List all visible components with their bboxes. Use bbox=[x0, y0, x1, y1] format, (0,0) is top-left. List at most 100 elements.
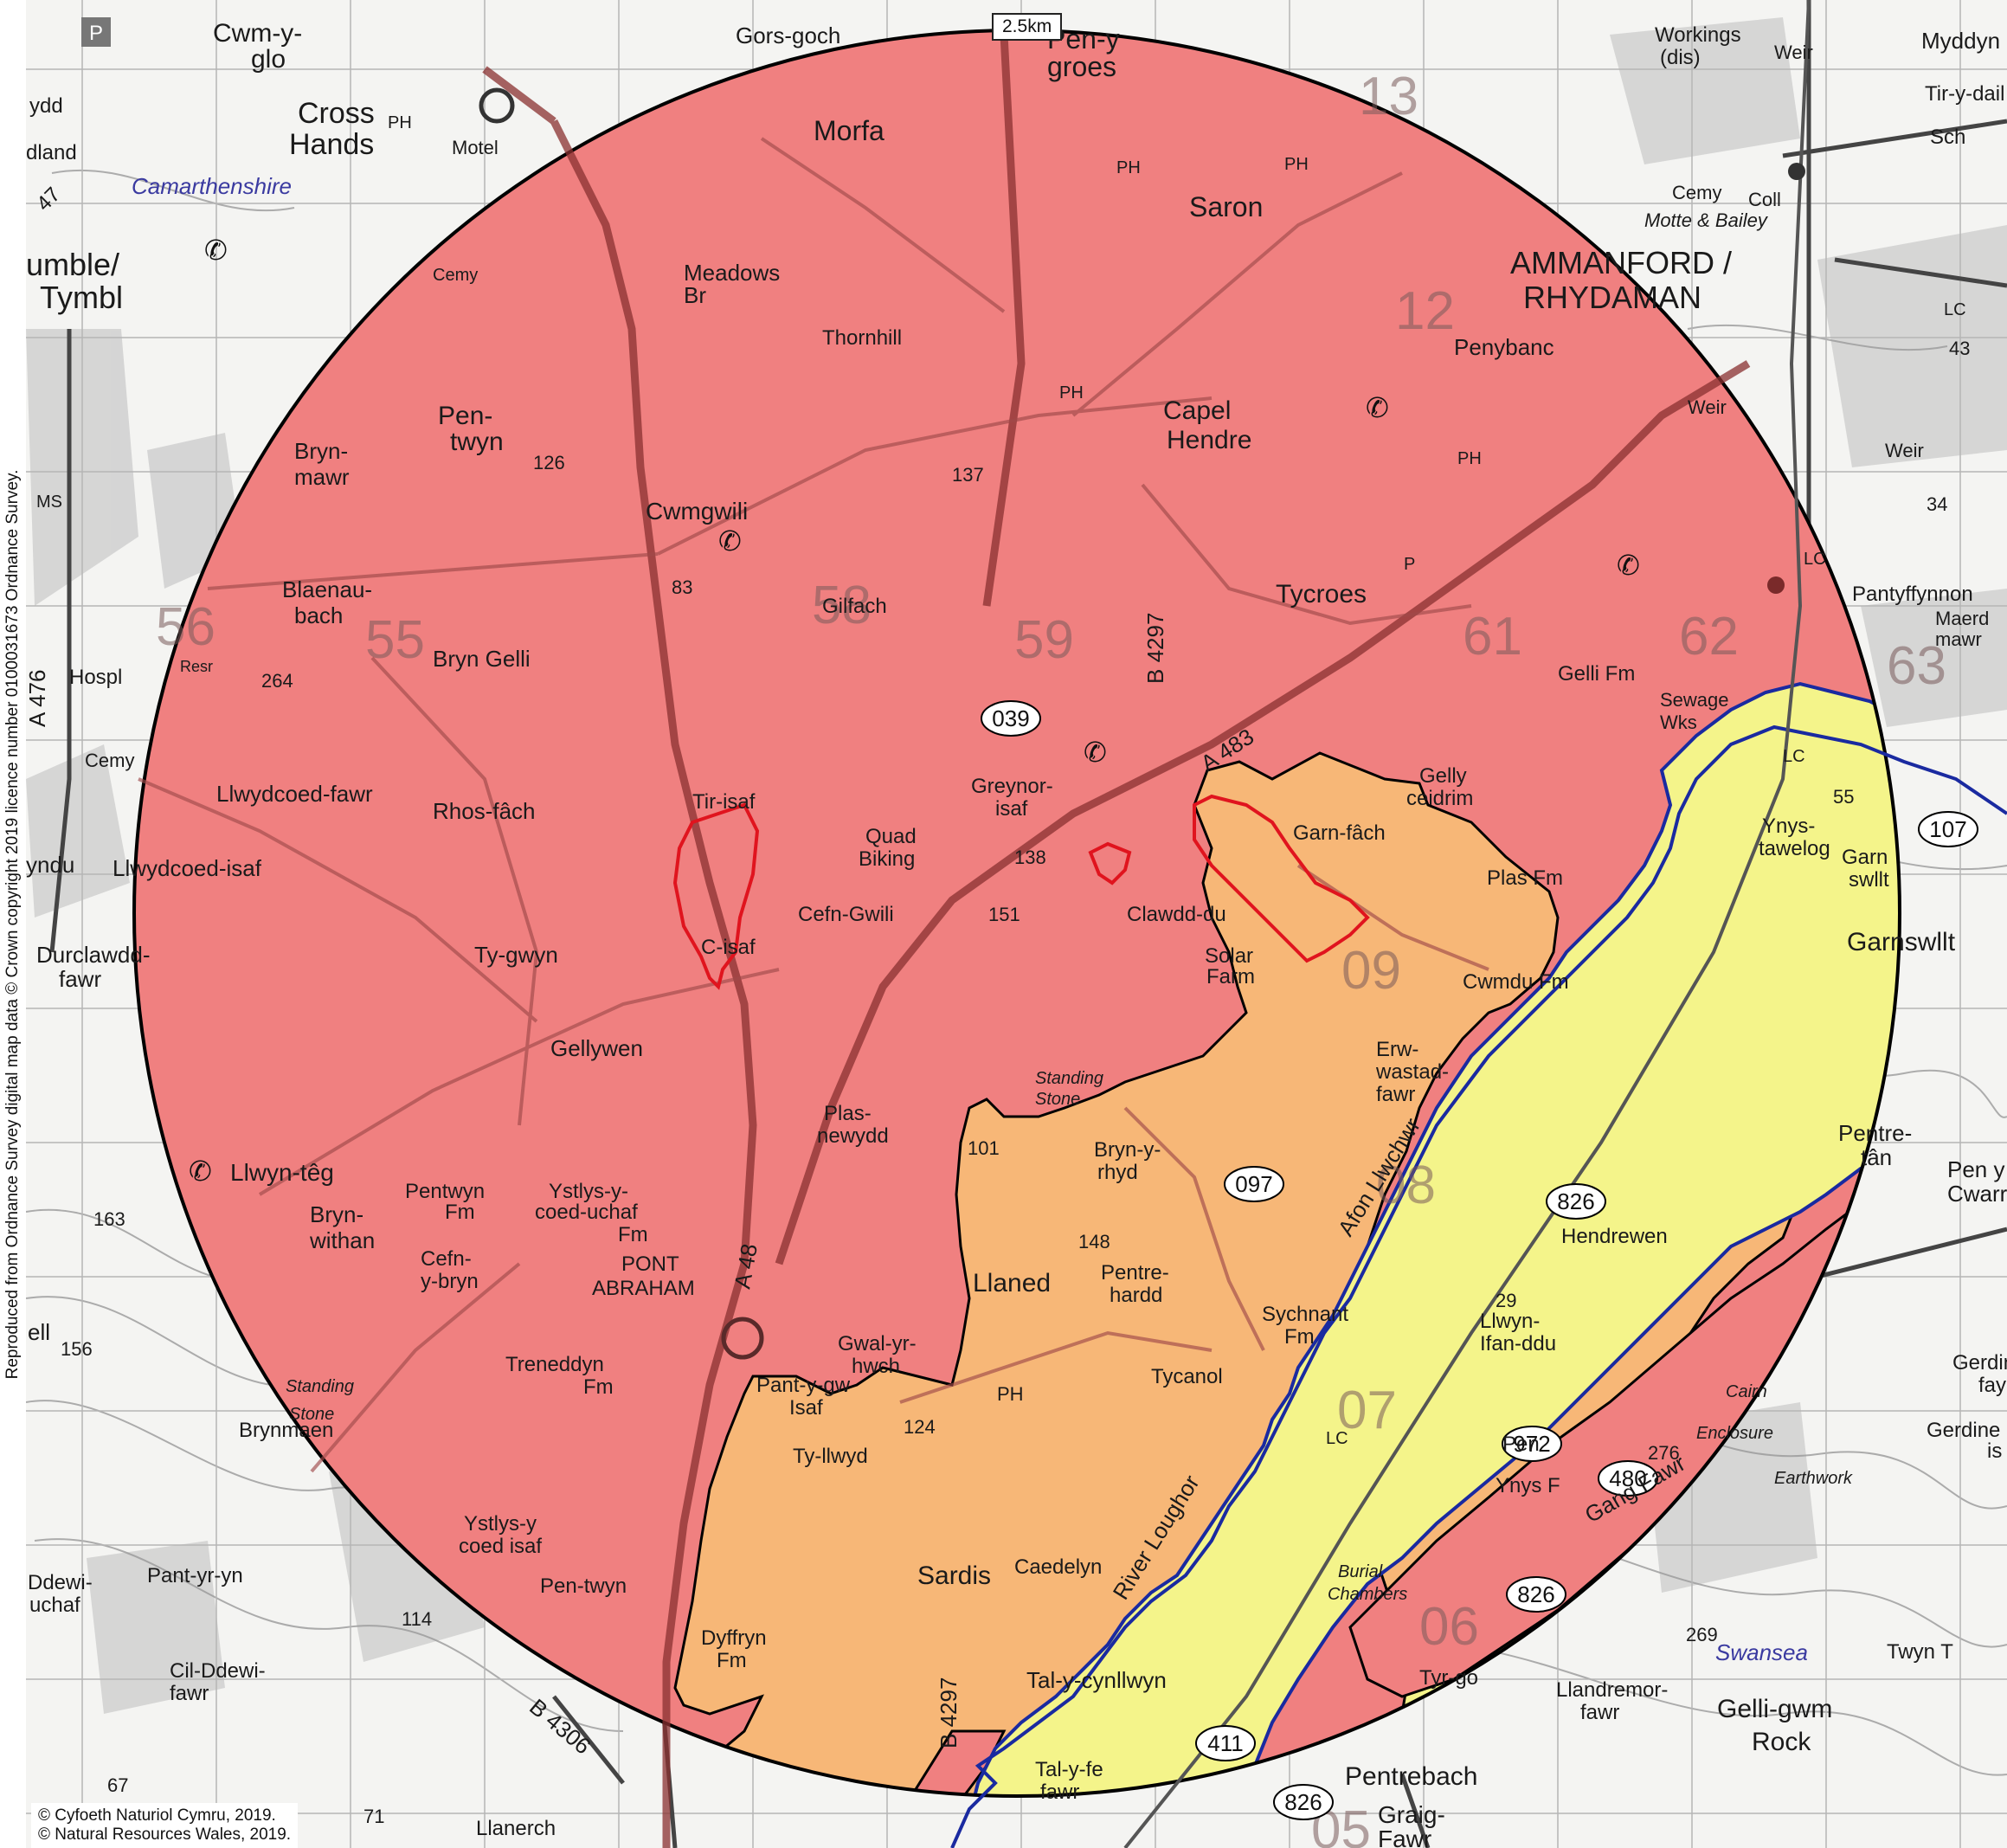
label-gelli-fm: Gelli Fm bbox=[1558, 662, 1635, 686]
label-graig-1: Graig- bbox=[1378, 1801, 1445, 1828]
label-pen-y-groes-2: groes bbox=[1047, 51, 1116, 82]
label-llandremor-2: fawr bbox=[1580, 1701, 1619, 1724]
site-boundaries[interactable] bbox=[672, 794, 1370, 990]
copyright-line-2: © Natural Resources Wales, 2019. bbox=[38, 1825, 292, 1844]
label-pentrebach: Pentrebach bbox=[1345, 1762, 1477, 1791]
label-ty-gwyn: Ty-gwyn bbox=[474, 942, 558, 968]
label-resr: Resr bbox=[180, 658, 213, 675]
label-tumble-1: umble/ bbox=[26, 247, 119, 282]
grid-num-63: 63 bbox=[1887, 636, 1946, 696]
church-icon bbox=[1788, 163, 1805, 180]
label-h148: 148 bbox=[1078, 1231, 1110, 1252]
label-ydd: ydd bbox=[29, 94, 63, 118]
label-hospl: Hospl bbox=[69, 666, 122, 689]
svg-text:✆: ✆ bbox=[718, 525, 742, 557]
label-r039: 039 bbox=[992, 705, 1029, 731]
label-erw-3: fawr bbox=[1376, 1083, 1415, 1106]
label-pen-twyn-s: Pen-twyn bbox=[540, 1574, 627, 1598]
label-c-isaf: C-isaf bbox=[701, 936, 756, 959]
label-dland: dland bbox=[26, 141, 77, 164]
label-pentre-tan-2: tân bbox=[1861, 1144, 1892, 1170]
svg-text:✆: ✆ bbox=[189, 1155, 212, 1188]
route-marker-480: 480 bbox=[1598, 1460, 1658, 1497]
label-burial-2: Chambers bbox=[1328, 1585, 1407, 1604]
label-bryn-y-rhyd-1: Bryn-y- bbox=[1094, 1138, 1161, 1162]
label-meadows-2: Br bbox=[684, 282, 706, 308]
nrw-copyright: © Cyfoeth Naturiol Cymru, 2019. © Natura… bbox=[31, 1803, 299, 1848]
route-marker-826c: 826 bbox=[1273, 1784, 1334, 1820]
label-weir-mid: Weir bbox=[1688, 396, 1727, 418]
label-llanerch: Llanerch bbox=[476, 1817, 556, 1840]
label-pen-y-cwarr-2: Cwarr bbox=[1947, 1181, 2007, 1207]
label-enclosure: Enclosure bbox=[1696, 1424, 1773, 1443]
label-h55: 55 bbox=[1833, 786, 1854, 808]
label-pen-twyn-1: Pen- bbox=[438, 402, 492, 430]
label-meadows-1: Meadows bbox=[684, 260, 780, 286]
minor-roads bbox=[138, 137, 1489, 1473]
label-pant-y-gwr-1: Pant-y-gw bbox=[756, 1374, 851, 1397]
a48-road bbox=[550, 119, 757, 1848]
spot-heights: 126 137 83 264 138 151 55 34 43 163 148 … bbox=[61, 338, 1970, 1827]
label-caedelyn: Caedelyn bbox=[1014, 1555, 1102, 1579]
major-roads bbox=[482, 34, 1751, 1848]
grid-num-08: 08 bbox=[1376, 1156, 1436, 1215]
road-a476: A 476 bbox=[24, 669, 50, 727]
telephone-icon-2: ✆ bbox=[1617, 549, 1640, 582]
label-brynmaen: Brynmaen bbox=[239, 1419, 333, 1442]
svg-text:✆: ✆ bbox=[1084, 736, 1107, 769]
label-ammanford-1: AMMANFORD / bbox=[1510, 245, 1732, 280]
label-sewage-2: Wks bbox=[1660, 712, 1697, 733]
zone-yellow[interactable] bbox=[958, 681, 1904, 1848]
route-marker-097: 097 bbox=[1224, 1166, 1284, 1202]
label-h124: 124 bbox=[904, 1416, 936, 1438]
label-garnswllt: Garnswllt bbox=[1847, 928, 1956, 956]
label-ph-1: PH bbox=[1284, 155, 1309, 174]
label-tal-y-cynllwyn: Tal-y-cynllwyn bbox=[1026, 1667, 1167, 1693]
label-pentre-hardd-1: Pentre- bbox=[1101, 1261, 1169, 1285]
label-weir-r: Weir bbox=[1885, 440, 1924, 461]
label-pen-twyn-2: twyn bbox=[450, 428, 504, 456]
label-pantyffynnon: Pantyffynnon bbox=[1852, 583, 1973, 606]
label-penybanc: Penybanc bbox=[1454, 334, 1554, 360]
label-h264: 264 bbox=[261, 670, 293, 692]
label-ynys-f: Ynys F bbox=[1496, 1474, 1560, 1497]
label-pentre-tan-1: Pentre- bbox=[1838, 1120, 1912, 1146]
label-rhos-fach: Rhos-fâch bbox=[433, 798, 536, 824]
label-twyn: Twyn T bbox=[1887, 1640, 1953, 1664]
label-gors-goch: Gors-goch bbox=[736, 23, 840, 48]
label-pont-abraham-2: ABRAHAM bbox=[592, 1277, 695, 1300]
label-tal-y-fedw-1: Tal-y-fe bbox=[1035, 1758, 1103, 1781]
label-h29: 29 bbox=[1496, 1290, 1516, 1311]
parking-icon: P bbox=[81, 17, 111, 47]
label-gelli-gwm-2: Rock bbox=[1752, 1728, 1811, 1756]
telephone-icon-6: ✆ bbox=[189, 1155, 212, 1188]
label-sychnant-1: Sychnant bbox=[1262, 1303, 1348, 1326]
label-dyffryn-2: Fm bbox=[717, 1649, 747, 1672]
label-llandremor-1: Llandremor- bbox=[1556, 1678, 1668, 1702]
label-yndu: yndu bbox=[26, 852, 74, 878]
label-h71: 71 bbox=[363, 1806, 384, 1827]
route-markers: 039 097 107 826 972 480 826 411 826 bbox=[981, 700, 1978, 1820]
label-ystlys-isaf-1: Ystlys-y bbox=[464, 1512, 537, 1536]
label-gelly-2: ceidrim bbox=[1406, 787, 1473, 810]
label-erw-1: Erw- bbox=[1376, 1038, 1418, 1061]
label-h67: 67 bbox=[107, 1774, 128, 1796]
label-llwydcoed-fawr: Llwydcoed-fawr bbox=[216, 781, 373, 807]
label-tir-y-dail: Tir-y-dail bbox=[1925, 82, 2004, 106]
label-r826b: 826 bbox=[1517, 1581, 1554, 1607]
label-motel: Motel bbox=[452, 137, 499, 158]
label-bryn-mawr-2: mawr bbox=[294, 464, 350, 490]
label-cefn-gwili: Cefn-Gwili bbox=[798, 903, 894, 926]
grid-num-56: 56 bbox=[156, 597, 215, 657]
label-cil-ddewi-1: Cil-Ddewi- bbox=[170, 1659, 266, 1683]
label-cwm-y-glo-1: Cwm-y- bbox=[213, 19, 302, 48]
route-marker-826a: 826 bbox=[1546, 1183, 1606, 1220]
label-ty-llwyd: Ty-llwyd bbox=[793, 1445, 868, 1468]
label-durclawdd-2: fawr bbox=[59, 966, 101, 992]
label-sychnant-2: Fm bbox=[1284, 1325, 1315, 1349]
label-blaenau-2: bach bbox=[294, 602, 343, 628]
label-workings-2: (dis) bbox=[1660, 46, 1701, 69]
zone-orange[interactable] bbox=[673, 751, 1560, 1848]
